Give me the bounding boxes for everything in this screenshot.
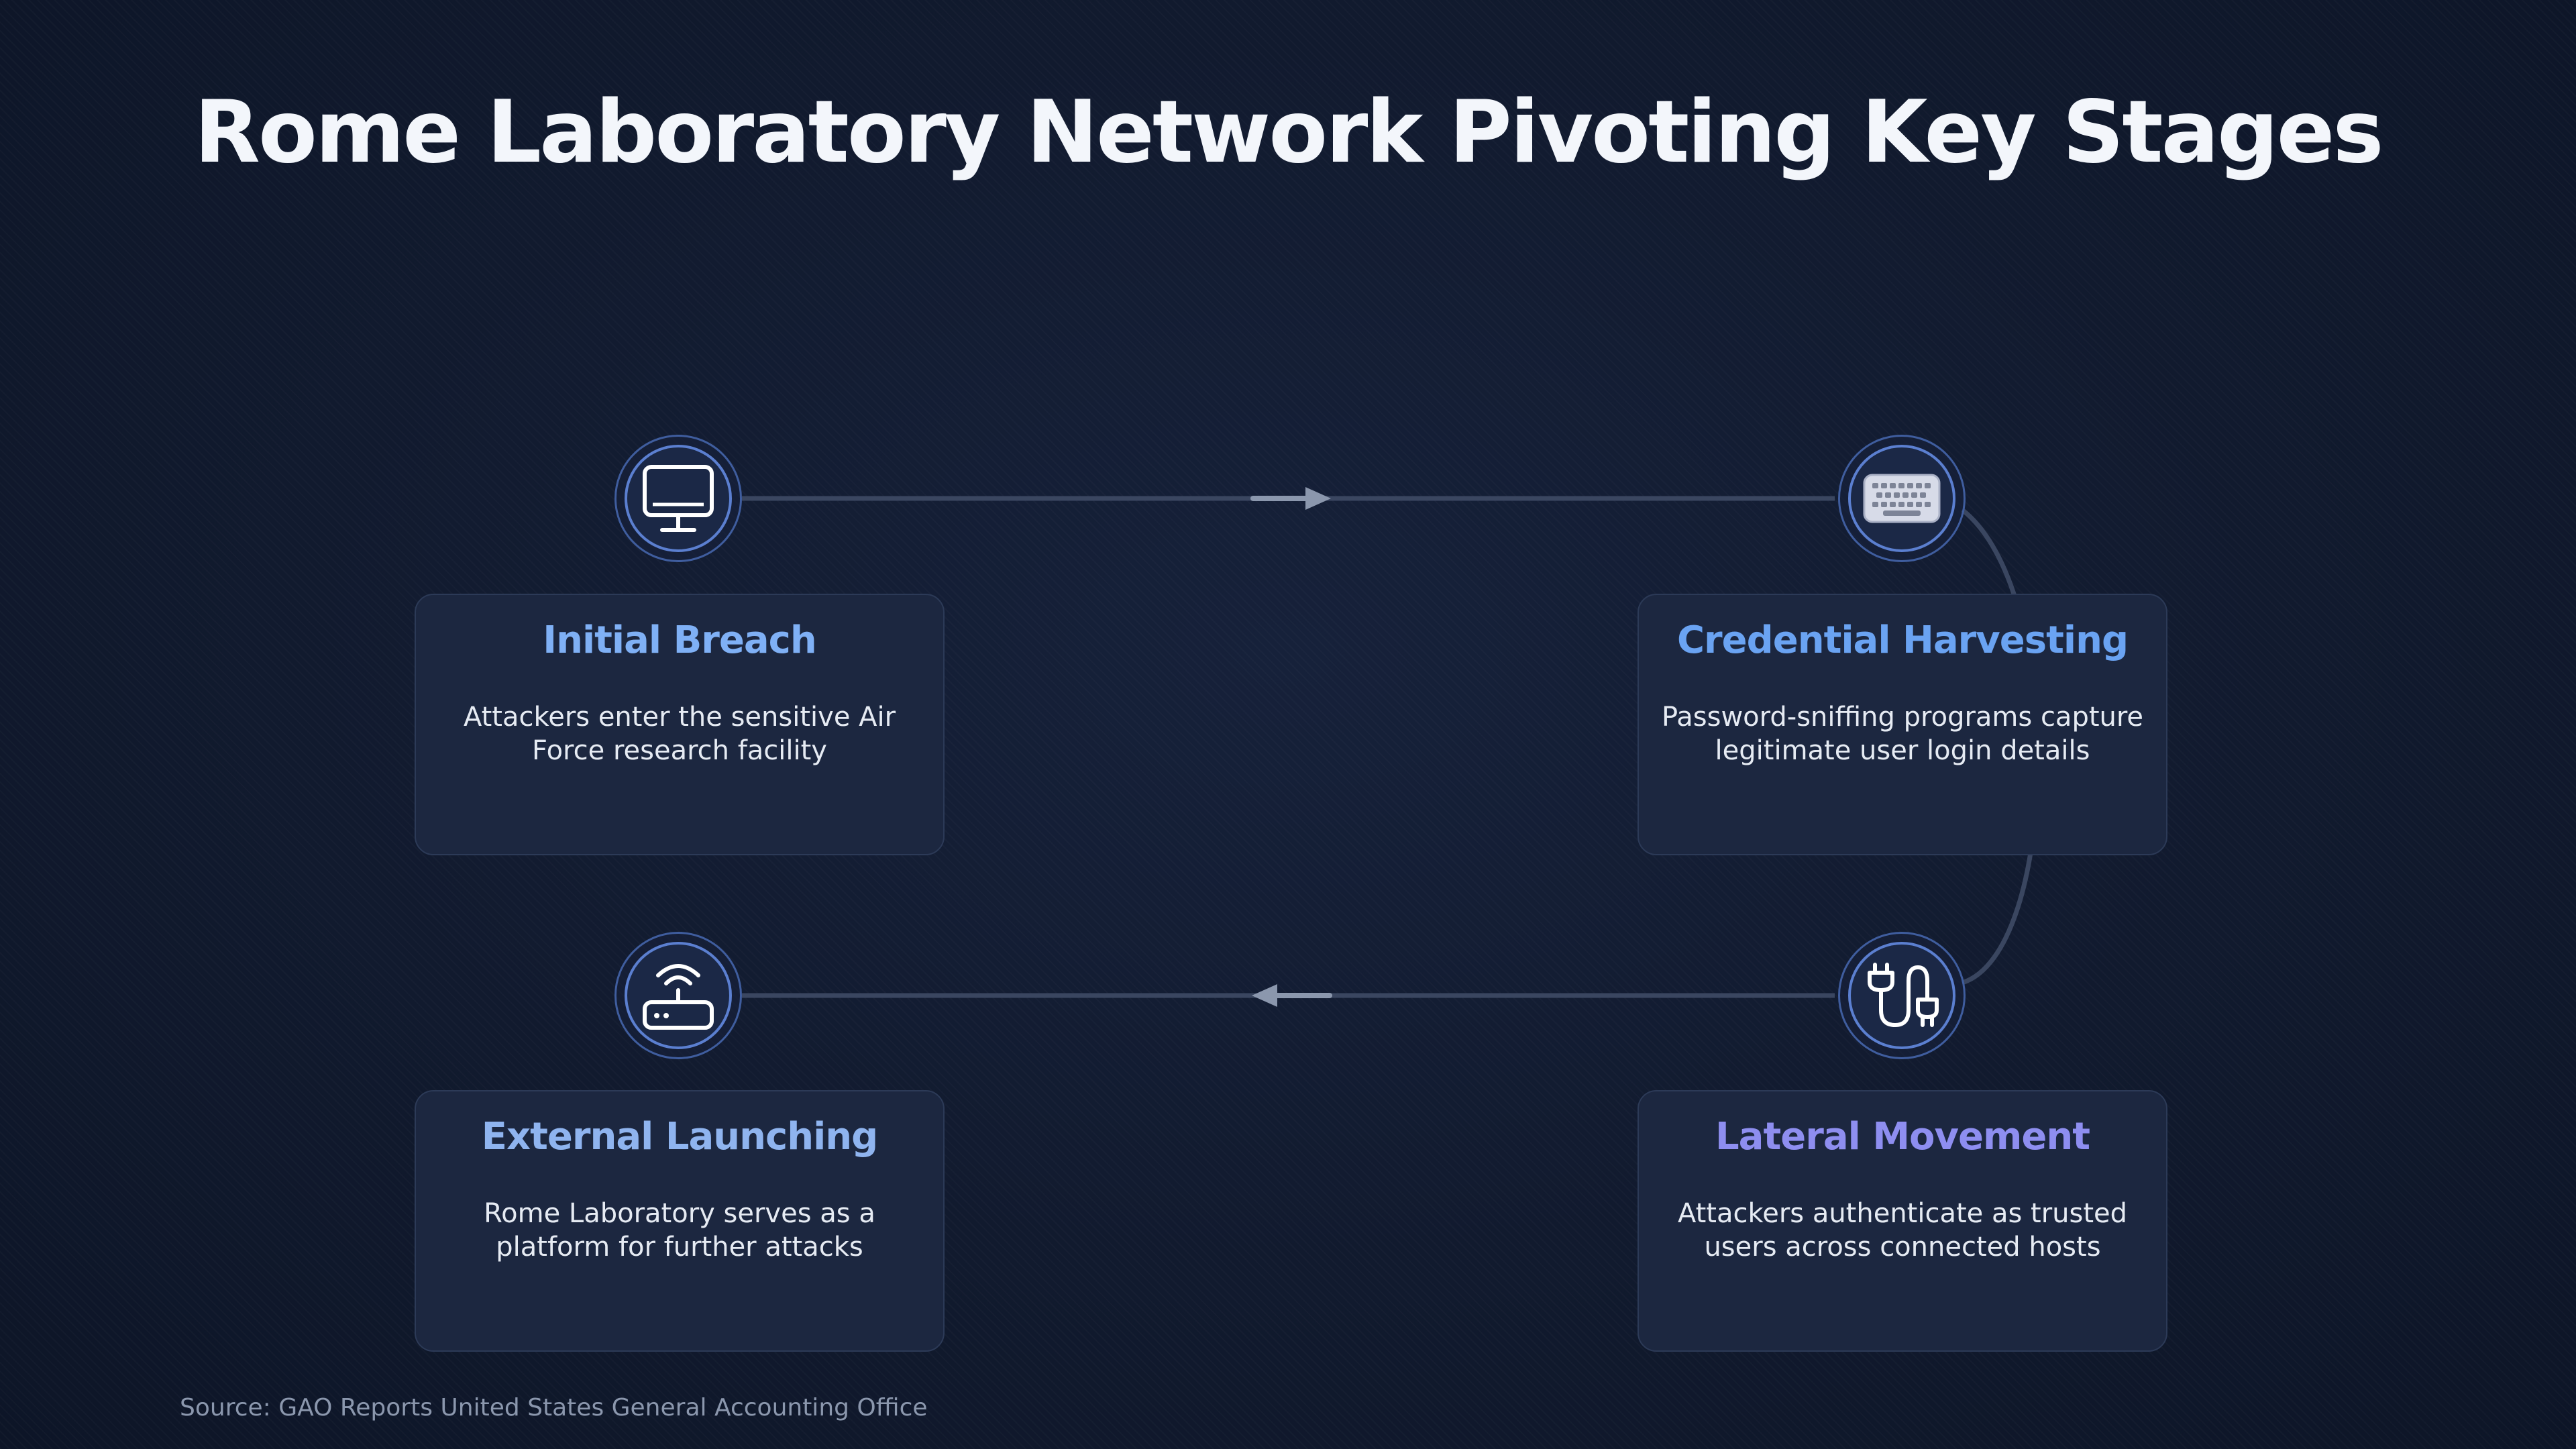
stage-heading: Initial Breach [543, 619, 816, 662]
stage-node-initial-breach [614, 435, 742, 562]
stage-card-initial-breach: Initial Breach Attackers enter the sensi… [415, 594, 945, 855]
router-icon [643, 964, 714, 1030]
stage-node-external-launching [614, 932, 742, 1059]
stage-card-lateral-movement: Lateral Movement Attackers authenticate … [1638, 1090, 2167, 1352]
keyboard-icon [1863, 474, 1941, 523]
stage-heading: External Launching [481, 1115, 879, 1159]
stage-heading: Credential Harvesting [1676, 619, 2129, 662]
stage-description: Attackers authenticate as trusted users … [1677, 1198, 2128, 1263]
stage-card-credential-harvesting: Credential Harvesting Password-sniffing … [1638, 594, 2167, 855]
plug-cable-icon [1868, 963, 1939, 1027]
stage-description: Rome Laboratory serves as a platform for… [484, 1198, 875, 1263]
arrow-right-icon [1250, 487, 1331, 510]
stage-node-lateral-movement [1838, 932, 1966, 1059]
stage-heading: Lateral Movement [1715, 1115, 2090, 1159]
stage-description: Attackers enter the sensitive Air Force … [463, 702, 896, 767]
page-title: Rome Laboratory Network Pivoting Key Sta… [194, 83, 2383, 182]
source-note: Source: GAO Reports United States Genera… [180, 1394, 928, 1421]
arrow-left-icon [1252, 984, 1332, 1007]
stage-description: Password-sniffing programs capture legit… [1661, 702, 2144, 767]
monitor-icon [643, 465, 714, 532]
stage-card-external-launching: External Launching Rome Laboratory serve… [415, 1090, 945, 1352]
stage-node-credential-harvesting [1838, 435, 1966, 562]
